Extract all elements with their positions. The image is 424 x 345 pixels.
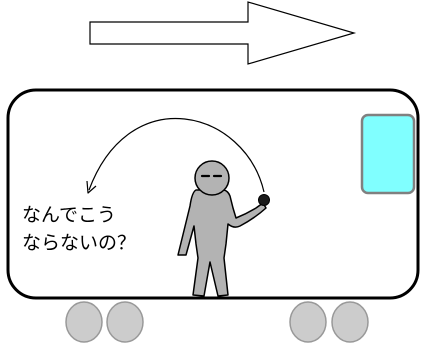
person-head <box>194 160 230 196</box>
trajectory-arrowhead <box>86 180 97 194</box>
wheels <box>65 301 369 343</box>
person-body <box>177 189 267 297</box>
travel-direction-arrow <box>89 1 357 65</box>
caption-line-1: なんでこう <box>22 204 116 226</box>
train-window <box>360 113 416 195</box>
expected-trajectory-arc <box>88 117 265 193</box>
ball <box>258 194 270 206</box>
wheel <box>331 301 369 343</box>
wheel <box>289 301 327 343</box>
wheel <box>106 301 144 343</box>
person-figure <box>177 160 267 297</box>
caption-line-2: ならないの？ <box>22 232 136 254</box>
wheel <box>65 301 103 343</box>
